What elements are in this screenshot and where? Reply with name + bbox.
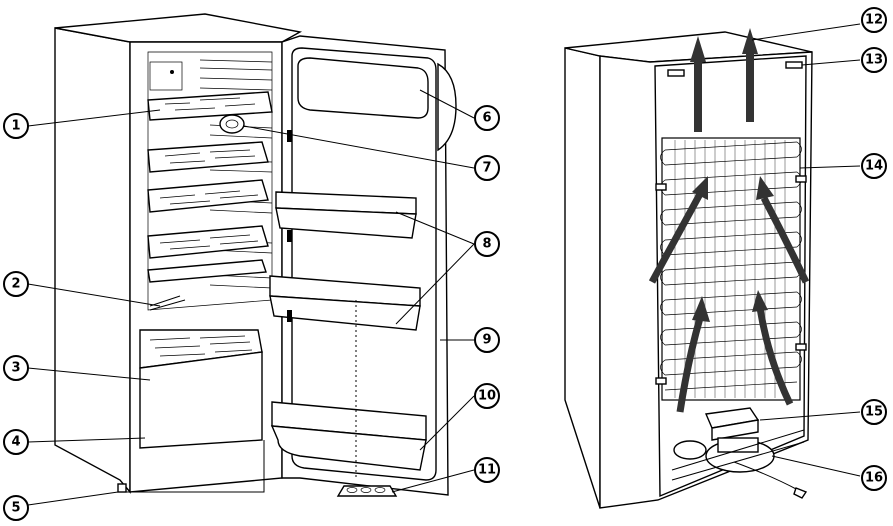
egg-tray <box>336 485 398 497</box>
fridge-front-view <box>54 13 457 497</box>
callout-13: 13 <box>861 47 887 73</box>
svg-text:6: 6 <box>482 111 491 126</box>
callout-8: 8 <box>474 231 500 257</box>
back-plate <box>654 55 807 498</box>
svg-text:12: 12 <box>865 13 883 28</box>
adjustable-foot <box>117 483 127 493</box>
svg-text:2: 2 <box>11 277 20 292</box>
svg-text:5: 5 <box>11 501 20 516</box>
callout-3: 3 <box>3 355 29 381</box>
spacer-right <box>785 61 803 69</box>
door-hinge <box>437 62 457 152</box>
leader-lines <box>27 23 861 506</box>
callout-7: 7 <box>474 155 500 181</box>
callout-15: 15 <box>861 399 887 425</box>
svg-text:8: 8 <box>482 237 491 252</box>
callout-14: 14 <box>861 153 887 179</box>
svg-text:4: 4 <box>11 435 20 450</box>
crisper-cover-hatch <box>149 335 253 357</box>
callout-9: 9 <box>474 327 500 353</box>
thermostat-knob <box>170 70 174 74</box>
rear-side-panel <box>564 47 601 509</box>
callout-11: 11 <box>474 457 500 483</box>
fridge-back-view <box>564 28 813 509</box>
spacer-left <box>667 69 685 77</box>
plug <box>793 487 808 499</box>
airflow-arrows <box>648 28 810 413</box>
callout-10: 10 <box>474 383 500 409</box>
interior-light <box>219 114 245 134</box>
callout-2: 2 <box>3 271 29 297</box>
fridge-door <box>219 35 457 496</box>
svg-text:13: 13 <box>865 53 883 68</box>
svg-text:7: 7 <box>482 161 491 176</box>
door-inner-liner <box>291 47 437 481</box>
glass-shelves <box>147 91 273 283</box>
callout-5: 5 <box>3 495 29 521</box>
svg-text:16: 16 <box>865 471 883 486</box>
svg-text:9: 9 <box>482 333 491 348</box>
butter-compartment <box>297 57 429 119</box>
callout-6: 6 <box>474 105 500 131</box>
cabinet-side-panel <box>54 27 131 494</box>
drain-channel <box>149 295 181 307</box>
compressor-assembly <box>671 407 808 499</box>
power-cord <box>733 461 799 491</box>
svg-text:14: 14 <box>865 159 883 174</box>
callout-1: 1 <box>3 113 29 139</box>
svg-text:1: 1 <box>11 119 20 134</box>
thermostat-box <box>149 61 183 91</box>
svg-text:10: 10 <box>478 389 496 404</box>
svg-text:3: 3 <box>11 361 20 376</box>
svg-text:11: 11 <box>478 463 496 478</box>
callout-16: 16 <box>861 465 887 491</box>
svg-text:15: 15 <box>865 405 883 420</box>
cabinet-top <box>54 13 303 43</box>
callout-4: 4 <box>3 429 29 455</box>
crisper-drawer <box>139 351 263 449</box>
callout-12: 12 <box>861 7 887 33</box>
